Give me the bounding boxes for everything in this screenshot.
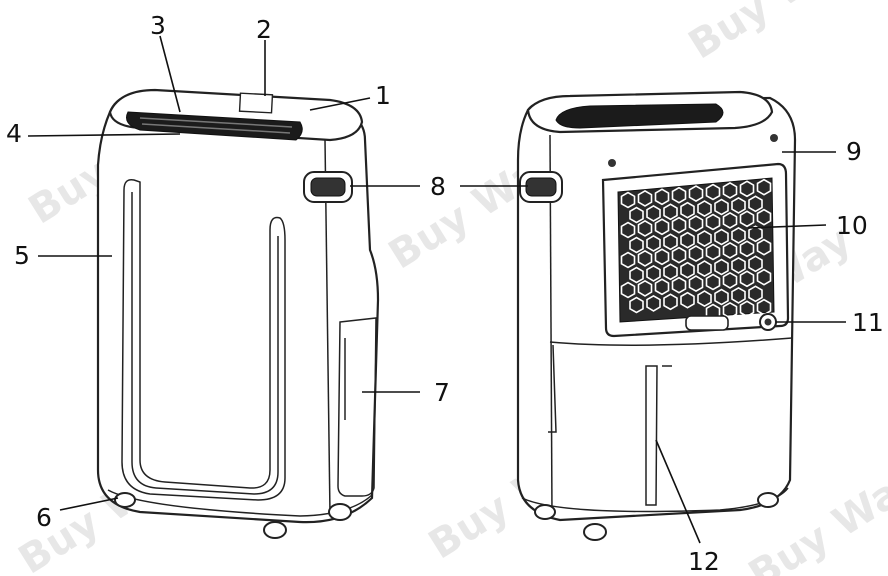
honeycomb-cell: [620, 281, 636, 299]
honeycomb-cell: [722, 241, 738, 259]
callout-8: 8: [430, 172, 446, 201]
honeycomb-cell: [705, 213, 721, 231]
honeycomb-cell: [646, 234, 661, 252]
honeycomb-cell: [629, 206, 644, 224]
honeycomb-cell: [629, 236, 644, 254]
honeycomb-cell: [620, 251, 636, 269]
honeycomb-cell: [739, 210, 755, 228]
honeycomb-cell: [654, 278, 670, 296]
honeycomb-cell: [671, 246, 687, 264]
honeycomb-cell: [739, 270, 755, 288]
callout-1: 1: [375, 81, 391, 110]
honeycomb-cell: [688, 245, 704, 263]
honeycomb-cell: [680, 291, 695, 309]
honeycomb-cell: [646, 264, 661, 282]
callout-3: 3: [150, 11, 166, 40]
honeycomb-cell: [714, 258, 729, 276]
honeycomb-cell: [731, 286, 746, 304]
honeycomb-cell: [637, 219, 653, 237]
honeycomb-cell: [671, 216, 687, 234]
honeycomb-cell: [722, 301, 738, 319]
watermark: Buy Way: [681, 0, 869, 68]
honeycomb-cell: [620, 191, 636, 209]
caster-icon: [583, 523, 607, 541]
callout-6: 6: [36, 503, 52, 532]
honeycomb-cell: [663, 293, 678, 311]
callout-2: 2: [256, 15, 272, 44]
caster-icon: [757, 492, 779, 508]
honeycomb-cell: [671, 276, 687, 294]
honeycomb-cell: [697, 290, 712, 308]
honeycomb-cell: [748, 225, 763, 243]
honeycomb-cell: [671, 186, 687, 204]
honeycomb-cell: [731, 256, 746, 274]
honeycomb-cell: [680, 231, 695, 249]
callout-9: 9: [846, 137, 862, 166]
honeycomb-cell: [697, 200, 712, 218]
callout-11: 11: [852, 308, 884, 337]
honeycomb-cell: [697, 230, 712, 248]
honeycomb-cell: [731, 196, 746, 214]
honeycomb-cell: [663, 263, 678, 281]
honeycomb-cell: [637, 189, 653, 207]
caster-icon: [534, 504, 556, 520]
honeycomb-cell: [654, 188, 670, 206]
callout-5: 5: [14, 241, 30, 270]
honeycomb-cell: [748, 255, 763, 273]
honeycomb-cell: [637, 279, 653, 297]
honeycomb-cell: [722, 181, 738, 199]
caster-icon: [328, 503, 352, 521]
honeycomb-cell: [731, 226, 746, 244]
honeycomb-cell: [654, 218, 670, 236]
caster-icon: [263, 521, 287, 539]
honeycomb-cell: [714, 288, 729, 306]
honeycomb-cell: [756, 208, 772, 226]
honeycomb-cell: [756, 238, 772, 256]
callout-labels: 1 2 3 4 5 6 7 8 9 10 11 12: [6, 11, 884, 576]
callout-10: 10: [836, 211, 868, 240]
honeycomb-cell: [705, 183, 721, 201]
honeycomb-cell: [637, 249, 653, 267]
honeycomb-cell: [688, 215, 704, 233]
honeycomb-cell: [620, 221, 636, 239]
front-view-unit: [96, 88, 380, 539]
honeycomb-cell: [705, 243, 721, 261]
honeycomb-cell: [680, 261, 695, 279]
honeycomb-cell: [748, 285, 763, 303]
rear-view-unit: [516, 90, 797, 541]
honeycomb-cell: [756, 178, 772, 196]
callout-7: 7: [434, 378, 450, 407]
honeycomb-cell: [722, 211, 738, 229]
leader-lines: [27, 35, 846, 544]
honeycomb-cell: [714, 228, 729, 246]
honeycomb-cell: [663, 233, 678, 251]
honeycomb-cell: [748, 195, 763, 213]
honeycomb-cell: [688, 185, 704, 203]
honeycomb-cell: [629, 266, 644, 284]
honeycomb-cell: [697, 260, 712, 278]
honeycomb-cell: [739, 300, 755, 318]
honeycomb-cell: [739, 240, 755, 258]
honeycomb-cell: [680, 201, 695, 219]
honeycomb-cell: [688, 275, 704, 293]
honeycomb-cell: [646, 204, 661, 222]
honeycomb-cell: [629, 296, 644, 314]
honeycomb-cell: [654, 248, 670, 266]
honeycomb-cell: [756, 268, 772, 286]
honeycomb-cell: [663, 203, 678, 221]
honeycomb-cell: [714, 198, 729, 216]
honeycomb-cell: [739, 180, 755, 198]
callout-4: 4: [6, 119, 22, 148]
callout-12: 12: [688, 547, 720, 576]
honeycomb-cell: [705, 273, 721, 291]
honeycomb-cell: [646, 294, 661, 312]
caster-icon: [114, 492, 136, 508]
honeycomb-cell: [722, 271, 738, 289]
